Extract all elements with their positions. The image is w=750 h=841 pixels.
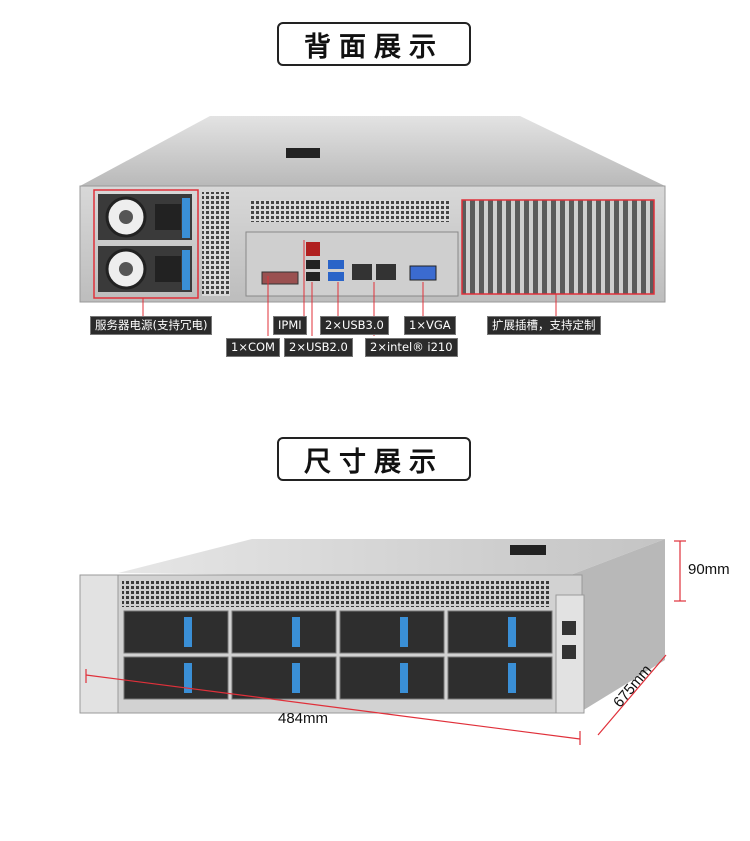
- vga-port-icon: [409, 265, 437, 281]
- section-title-back: 背面展示: [277, 22, 471, 66]
- label-vga: 1×VGA: [404, 316, 456, 335]
- label-psu: 服务器电源(支持冗电): [90, 316, 213, 335]
- chassis-latch: [286, 148, 320, 158]
- usb2-port-icon: [306, 272, 320, 281]
- label-ipmi: IPMI: [273, 316, 307, 335]
- drive-bay: [339, 656, 445, 700]
- com-port-icon: [261, 271, 299, 285]
- dimension-lines: [85, 540, 686, 745]
- label-usb2: 2×USB2.0: [284, 338, 353, 357]
- front-usb-icon: [562, 645, 576, 659]
- dimension-height: 90mm: [688, 561, 730, 578]
- drive-bays: [123, 610, 553, 700]
- chassis-side: [560, 539, 665, 711]
- front-usb-icon: [562, 621, 576, 635]
- usb2-port-icon: [306, 260, 320, 269]
- label-com: 1×COM: [226, 338, 280, 357]
- drive-bay: [339, 610, 445, 654]
- usb3-port-icon: [328, 272, 344, 281]
- psu-module: [98, 194, 192, 240]
- server-back-view: [0, 100, 750, 365]
- lan-port-icon: [376, 264, 396, 280]
- dimension-width: 484mm: [278, 710, 329, 727]
- drive-bay: [231, 656, 337, 700]
- expansion-slots: [461, 199, 655, 295]
- label-usb3: 2×USB3.0: [320, 316, 389, 335]
- left-ear: [79, 574, 119, 714]
- server-front-illustration: [79, 539, 686, 745]
- chassis-latch: [510, 545, 546, 555]
- lan-port-icon: [352, 264, 372, 280]
- usb3-port-icon: [328, 260, 344, 269]
- drive-bay: [447, 610, 553, 654]
- chassis-top: [80, 116, 665, 186]
- label-expansion: 扩展插槽，支持定制: [487, 316, 601, 335]
- ipmi-port-icon: [306, 242, 320, 256]
- drive-bay: [123, 610, 229, 654]
- vent-grille: [250, 200, 450, 222]
- psu-module: [98, 246, 192, 292]
- drive-bay: [123, 656, 229, 700]
- label-lan: 2×intel® i210: [365, 338, 458, 357]
- section-title-dimensions: 尺寸展示: [277, 437, 471, 481]
- psu-highlight: [93, 189, 199, 299]
- drive-bay: [447, 656, 553, 700]
- vent-grille: [202, 192, 230, 296]
- server-front-view: [0, 525, 750, 825]
- server-back-illustration: [79, 116, 666, 336]
- front-vent: [122, 581, 550, 607]
- drive-bay: [231, 610, 337, 654]
